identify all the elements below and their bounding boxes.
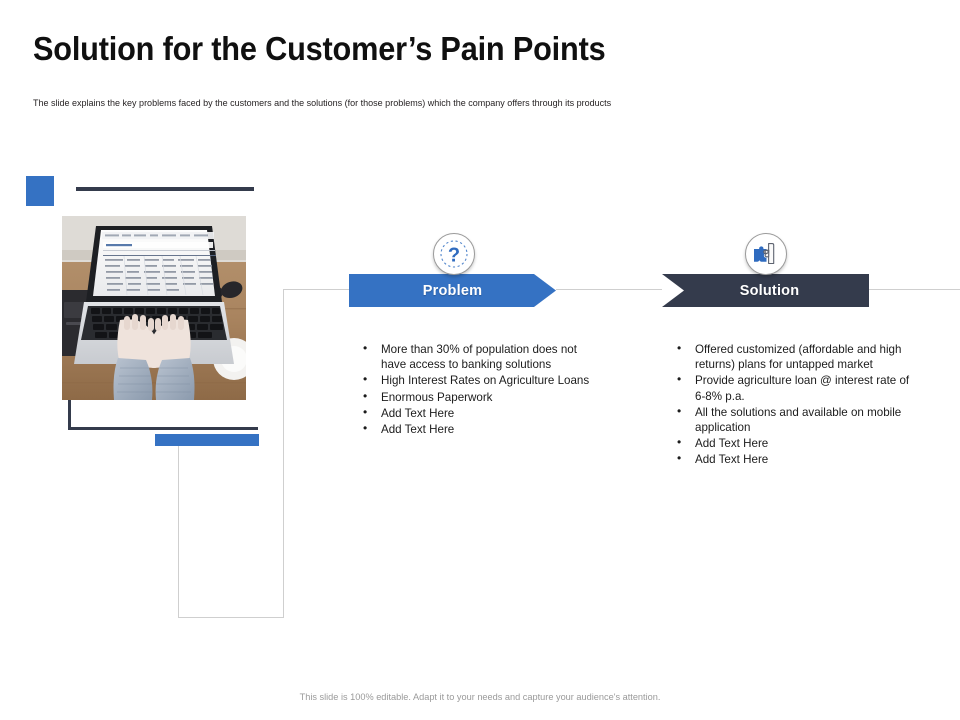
hand-puzzle-piece-icon [745, 233, 787, 275]
list-item: Add Text Here [673, 435, 911, 451]
list-item: Add Text Here [359, 405, 597, 421]
connector-line-left-horizontal [283, 289, 349, 290]
connector-line-left-vertical [283, 289, 284, 617]
decor-blue-bar [155, 434, 259, 446]
list-item: Add Text Here [359, 421, 597, 437]
problem-bullet-list: More than 30% of population does not hav… [359, 341, 597, 438]
decor-blue-square [26, 176, 54, 206]
banner-problem-label: Problem [422, 282, 483, 299]
list-item: Provide agriculture loan @ interest rate… [673, 372, 911, 403]
laptop-typing-photo [62, 216, 246, 400]
connector-line-photo-vertical [178, 446, 179, 618]
connector-line-middle [556, 289, 662, 290]
question-mark-icon: ? [433, 233, 475, 275]
connector-line-right [869, 289, 960, 290]
svg-text:?: ? [448, 245, 460, 267]
banner-problem[interactable]: Problem [349, 274, 556, 307]
footer-note: This slide is 100% editable. Adapt it to… [299, 692, 661, 702]
decor-dark-rule [76, 187, 254, 191]
list-item: Add Text Here [673, 451, 911, 467]
banner-solution[interactable]: Solution [662, 274, 869, 307]
list-item: High Interest Rates on Agriculture Loans [359, 372, 597, 388]
list-item: Enormous Paperwork [359, 389, 597, 405]
banner-solution-label: Solution [739, 282, 800, 299]
page-title: Solution for the Customer’s Pain Points [33, 30, 606, 67]
list-item: Offered customized (affordable and high … [673, 341, 911, 372]
solution-bullet-list: Offered customized (affordable and high … [673, 341, 911, 469]
list-item: More than 30% of population does not hav… [359, 341, 597, 372]
page-subtitle: The slide explains the key problems face… [33, 97, 612, 108]
connector-line-bottom-horizontal [178, 617, 284, 618]
list-item: All the solutions and available on mobil… [673, 404, 911, 435]
